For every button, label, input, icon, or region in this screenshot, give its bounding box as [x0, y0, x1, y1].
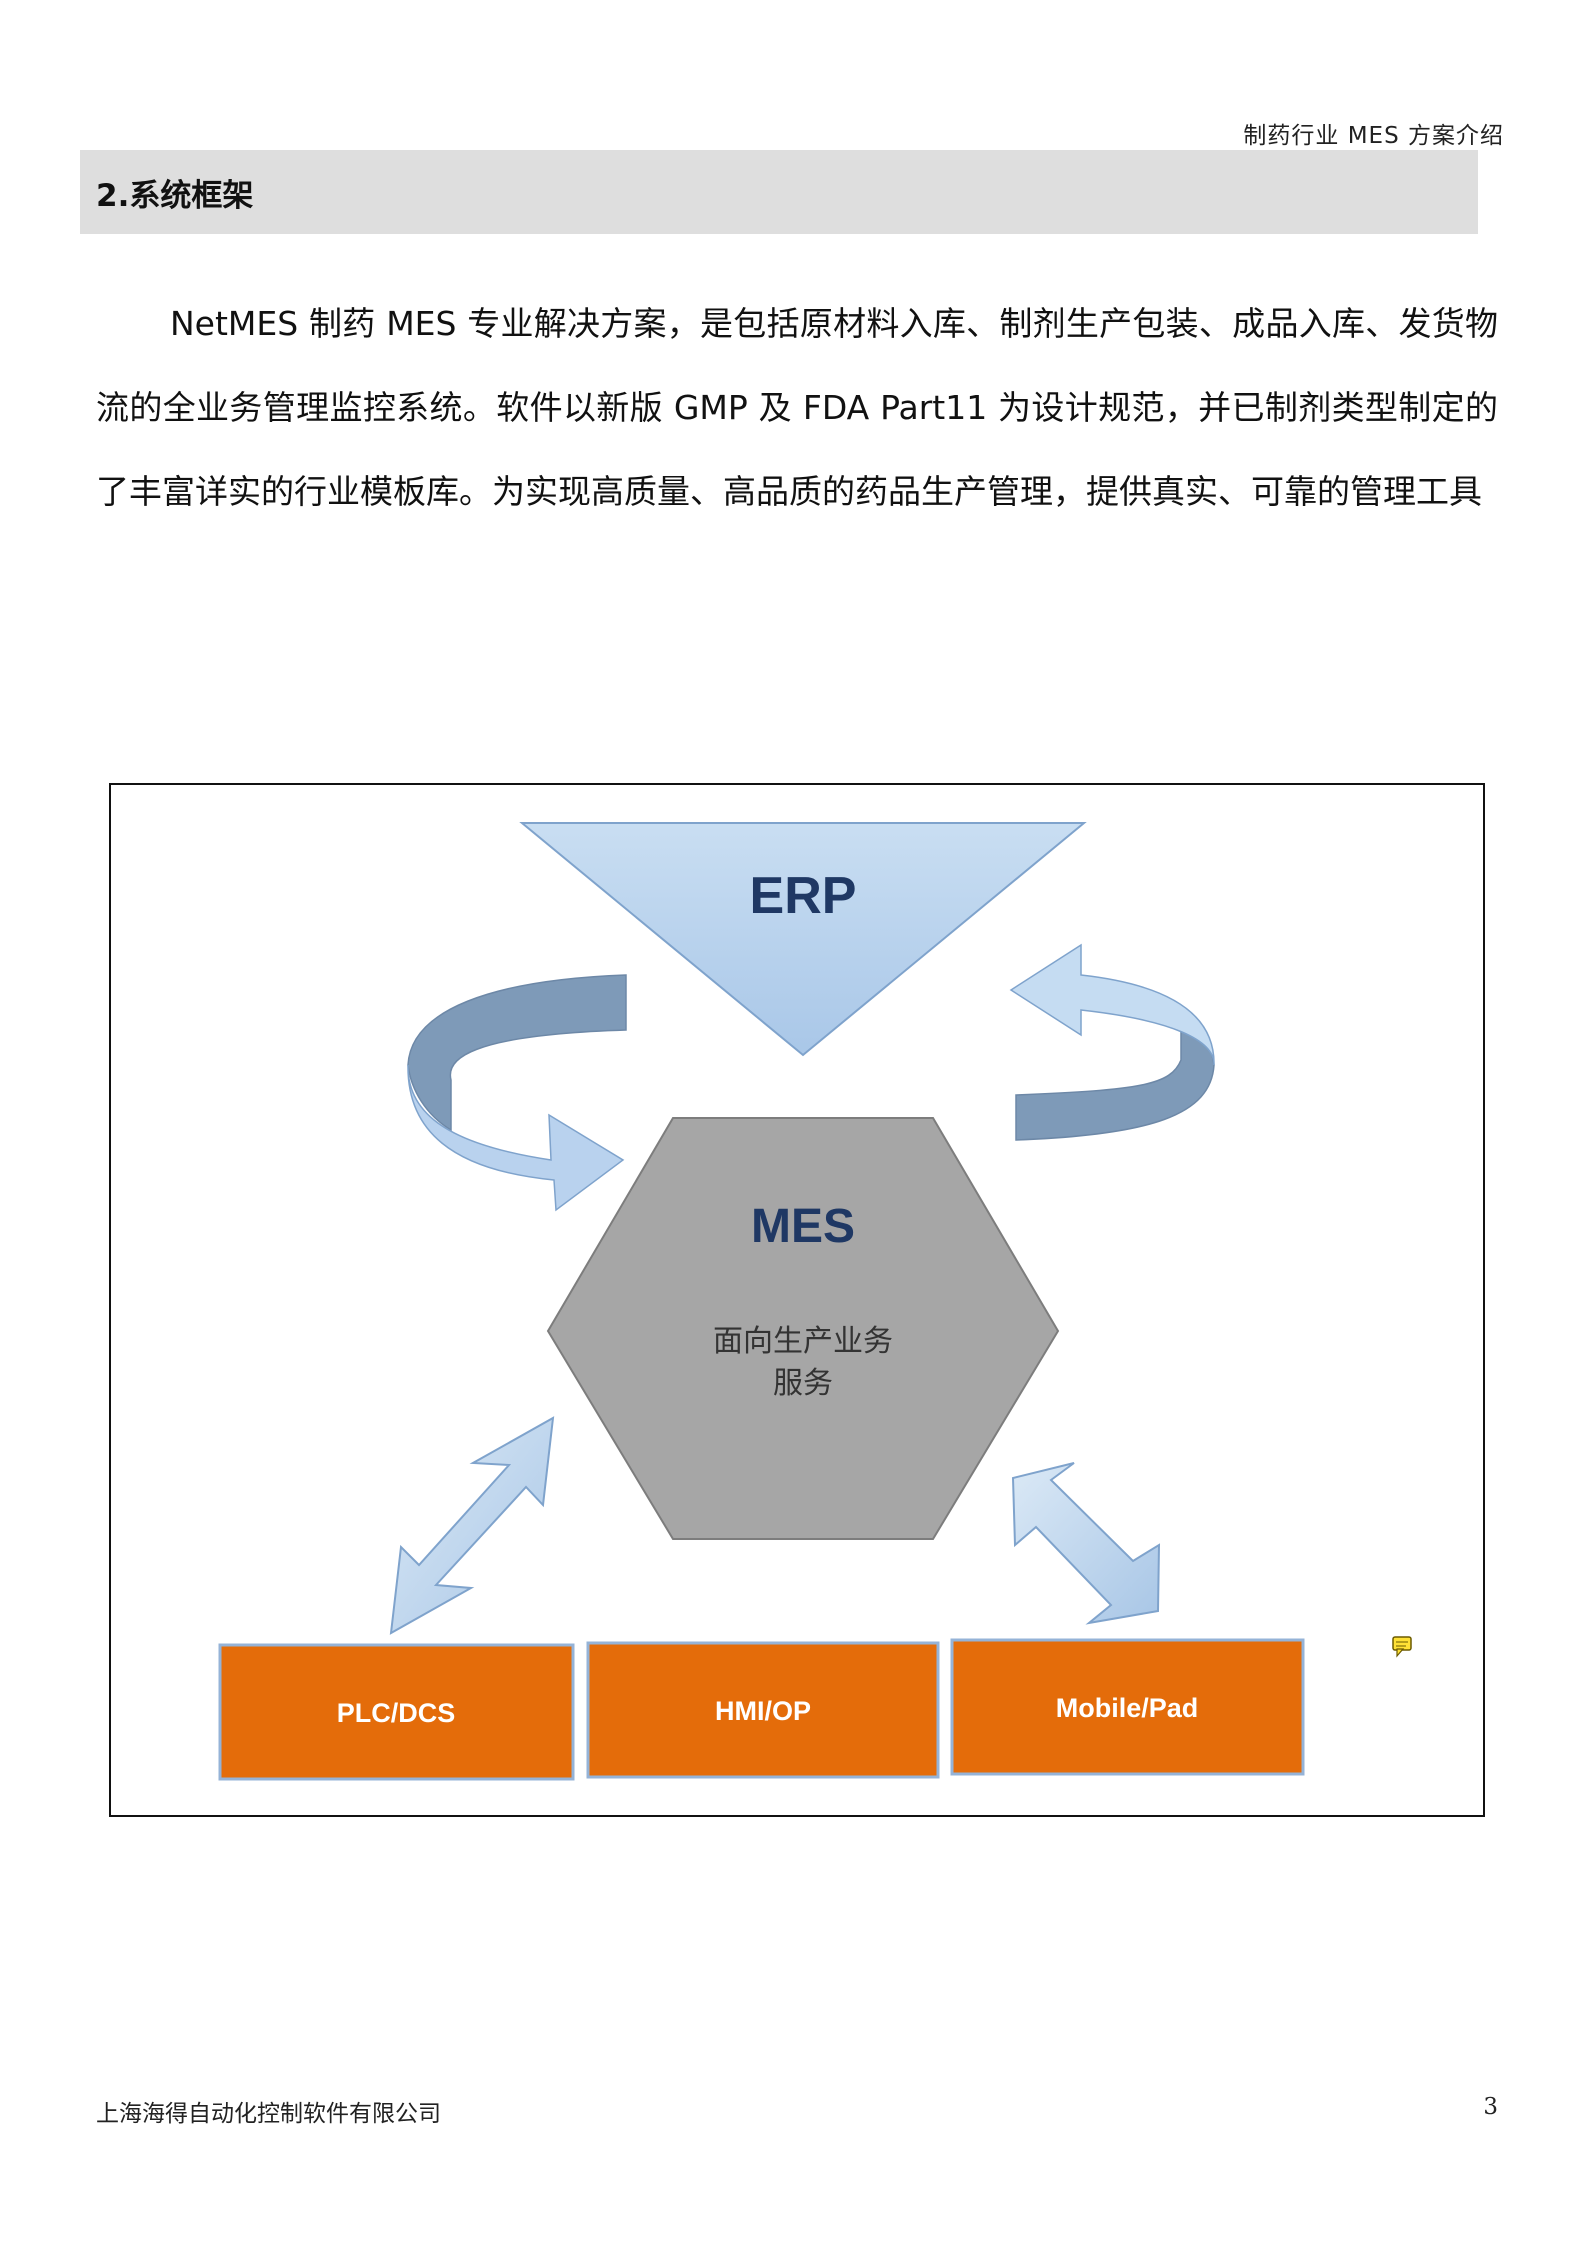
curved-arrow-left	[407, 974, 627, 1212]
system-architecture-diagram: ERP MES 面向生产业务 服务 PLC/DCS	[109, 783, 1485, 1817]
header-note: 制药行业 MES 方案介绍	[1243, 123, 1504, 149]
mes-description-line2: 服务	[773, 1366, 833, 1401]
mes-description-line1: 面向生产业务	[713, 1324, 893, 1359]
double-arrow-right	[1011, 1462, 1161, 1625]
mes-label: MES	[751, 1200, 855, 1253]
section-title: 2.系统框架	[96, 177, 254, 214]
erp-label: ERP	[750, 867, 857, 925]
device-box-hmi-op: HMI/OP	[586, 1641, 940, 1779]
device-label-mobile-pad: Mobile/Pad	[1056, 1693, 1199, 1723]
footer-company: 上海海得自动化控制软件有限公司	[96, 2101, 441, 2127]
double-arrow-left	[389, 1416, 555, 1635]
page-number: 3	[1483, 2094, 1498, 2120]
device-label-plc-dcs: PLC/DCS	[337, 1698, 456, 1728]
section-header: 2.系统框架	[80, 150, 1478, 234]
device-box-mobile-pad: Mobile/Pad	[950, 1638, 1305, 1776]
intro-paragraph: NetMES 制药 MES 专业解决方案，是包括原材料入库、制剂生产包装、成品入…	[96, 304, 1498, 511]
device-box-plc-dcs: PLC/DCS	[218, 1643, 575, 1781]
mes-hexagon	[546, 1117, 1060, 1540]
erp-triangle	[519, 822, 1087, 1057]
device-label-hmi-op: HMI/OP	[715, 1696, 811, 1726]
comment-icon[interactable]	[1392, 1636, 1412, 1658]
curved-arrow-right	[1009, 943, 1215, 1141]
diagram-canvas: ERP MES 面向生产业务 服务 PLC/DCS	[218, 822, 1412, 1781]
